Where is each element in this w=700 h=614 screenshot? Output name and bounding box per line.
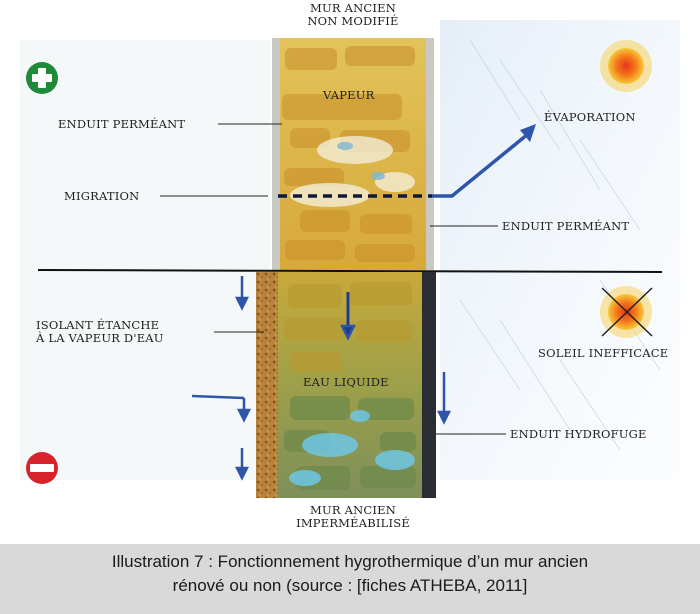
top-wall-label: MUR ANCIEN NON MODIFIÉ: [307, 1, 399, 28]
insulation-layer: [256, 272, 278, 498]
background-washes: [20, 20, 680, 480]
enduit-permeant-right-label: ENDUIT PERMÉANT: [502, 219, 630, 233]
caption-line-2: rénové ou non (source : [fiches ATHEBA, …: [172, 576, 528, 595]
sun-icon: [600, 40, 652, 92]
vapeur-label: VAPEUR: [323, 88, 375, 102]
wall-waterproofed: [256, 272, 436, 498]
isolant-label: ISOLANT ÉTANCHE À LA VAPEUR D'EAU: [36, 318, 164, 345]
diagram: MUR ANCIEN NON MODIFIÉ MUR ANCIEN IMPERM…: [20, 1, 680, 530]
figure-caption: Illustration 7 : Fonctionnement hygrothe…: [0, 544, 700, 614]
eau-liquide-label: EAU LIQUIDE: [303, 375, 389, 389]
enduit-hydrofuge-label: ENDUIT HYDROFUGE: [510, 427, 647, 441]
diagram-canvas: [20, 20, 680, 498]
enduit-permeant-left-label: ENDUIT PERMÉANT: [58, 117, 186, 131]
wall-unmodified: [272, 38, 434, 270]
soleil-label: SOLEIL INEFFICACE: [538, 346, 669, 360]
crossed-sun-icon: [600, 286, 653, 338]
plus-circle-icon: [26, 62, 58, 94]
leader-lines: [160, 123, 506, 435]
bottom-wall-label: MUR ANCIEN IMPERMÉABILISÉ: [296, 503, 410, 530]
divider-line: [37, 269, 663, 273]
migration-label: MIGRATION: [64, 189, 140, 203]
hydrofuge-coating: [422, 272, 436, 498]
migration-path: [278, 124, 536, 198]
water-arrows: [191, 276, 452, 481]
minus-circle-icon: [26, 452, 58, 484]
caption-line-1: Illustration 7 : Fonctionnement hygrothe…: [111, 552, 589, 571]
evaporation-label: ÉVAPORATION: [544, 110, 636, 124]
